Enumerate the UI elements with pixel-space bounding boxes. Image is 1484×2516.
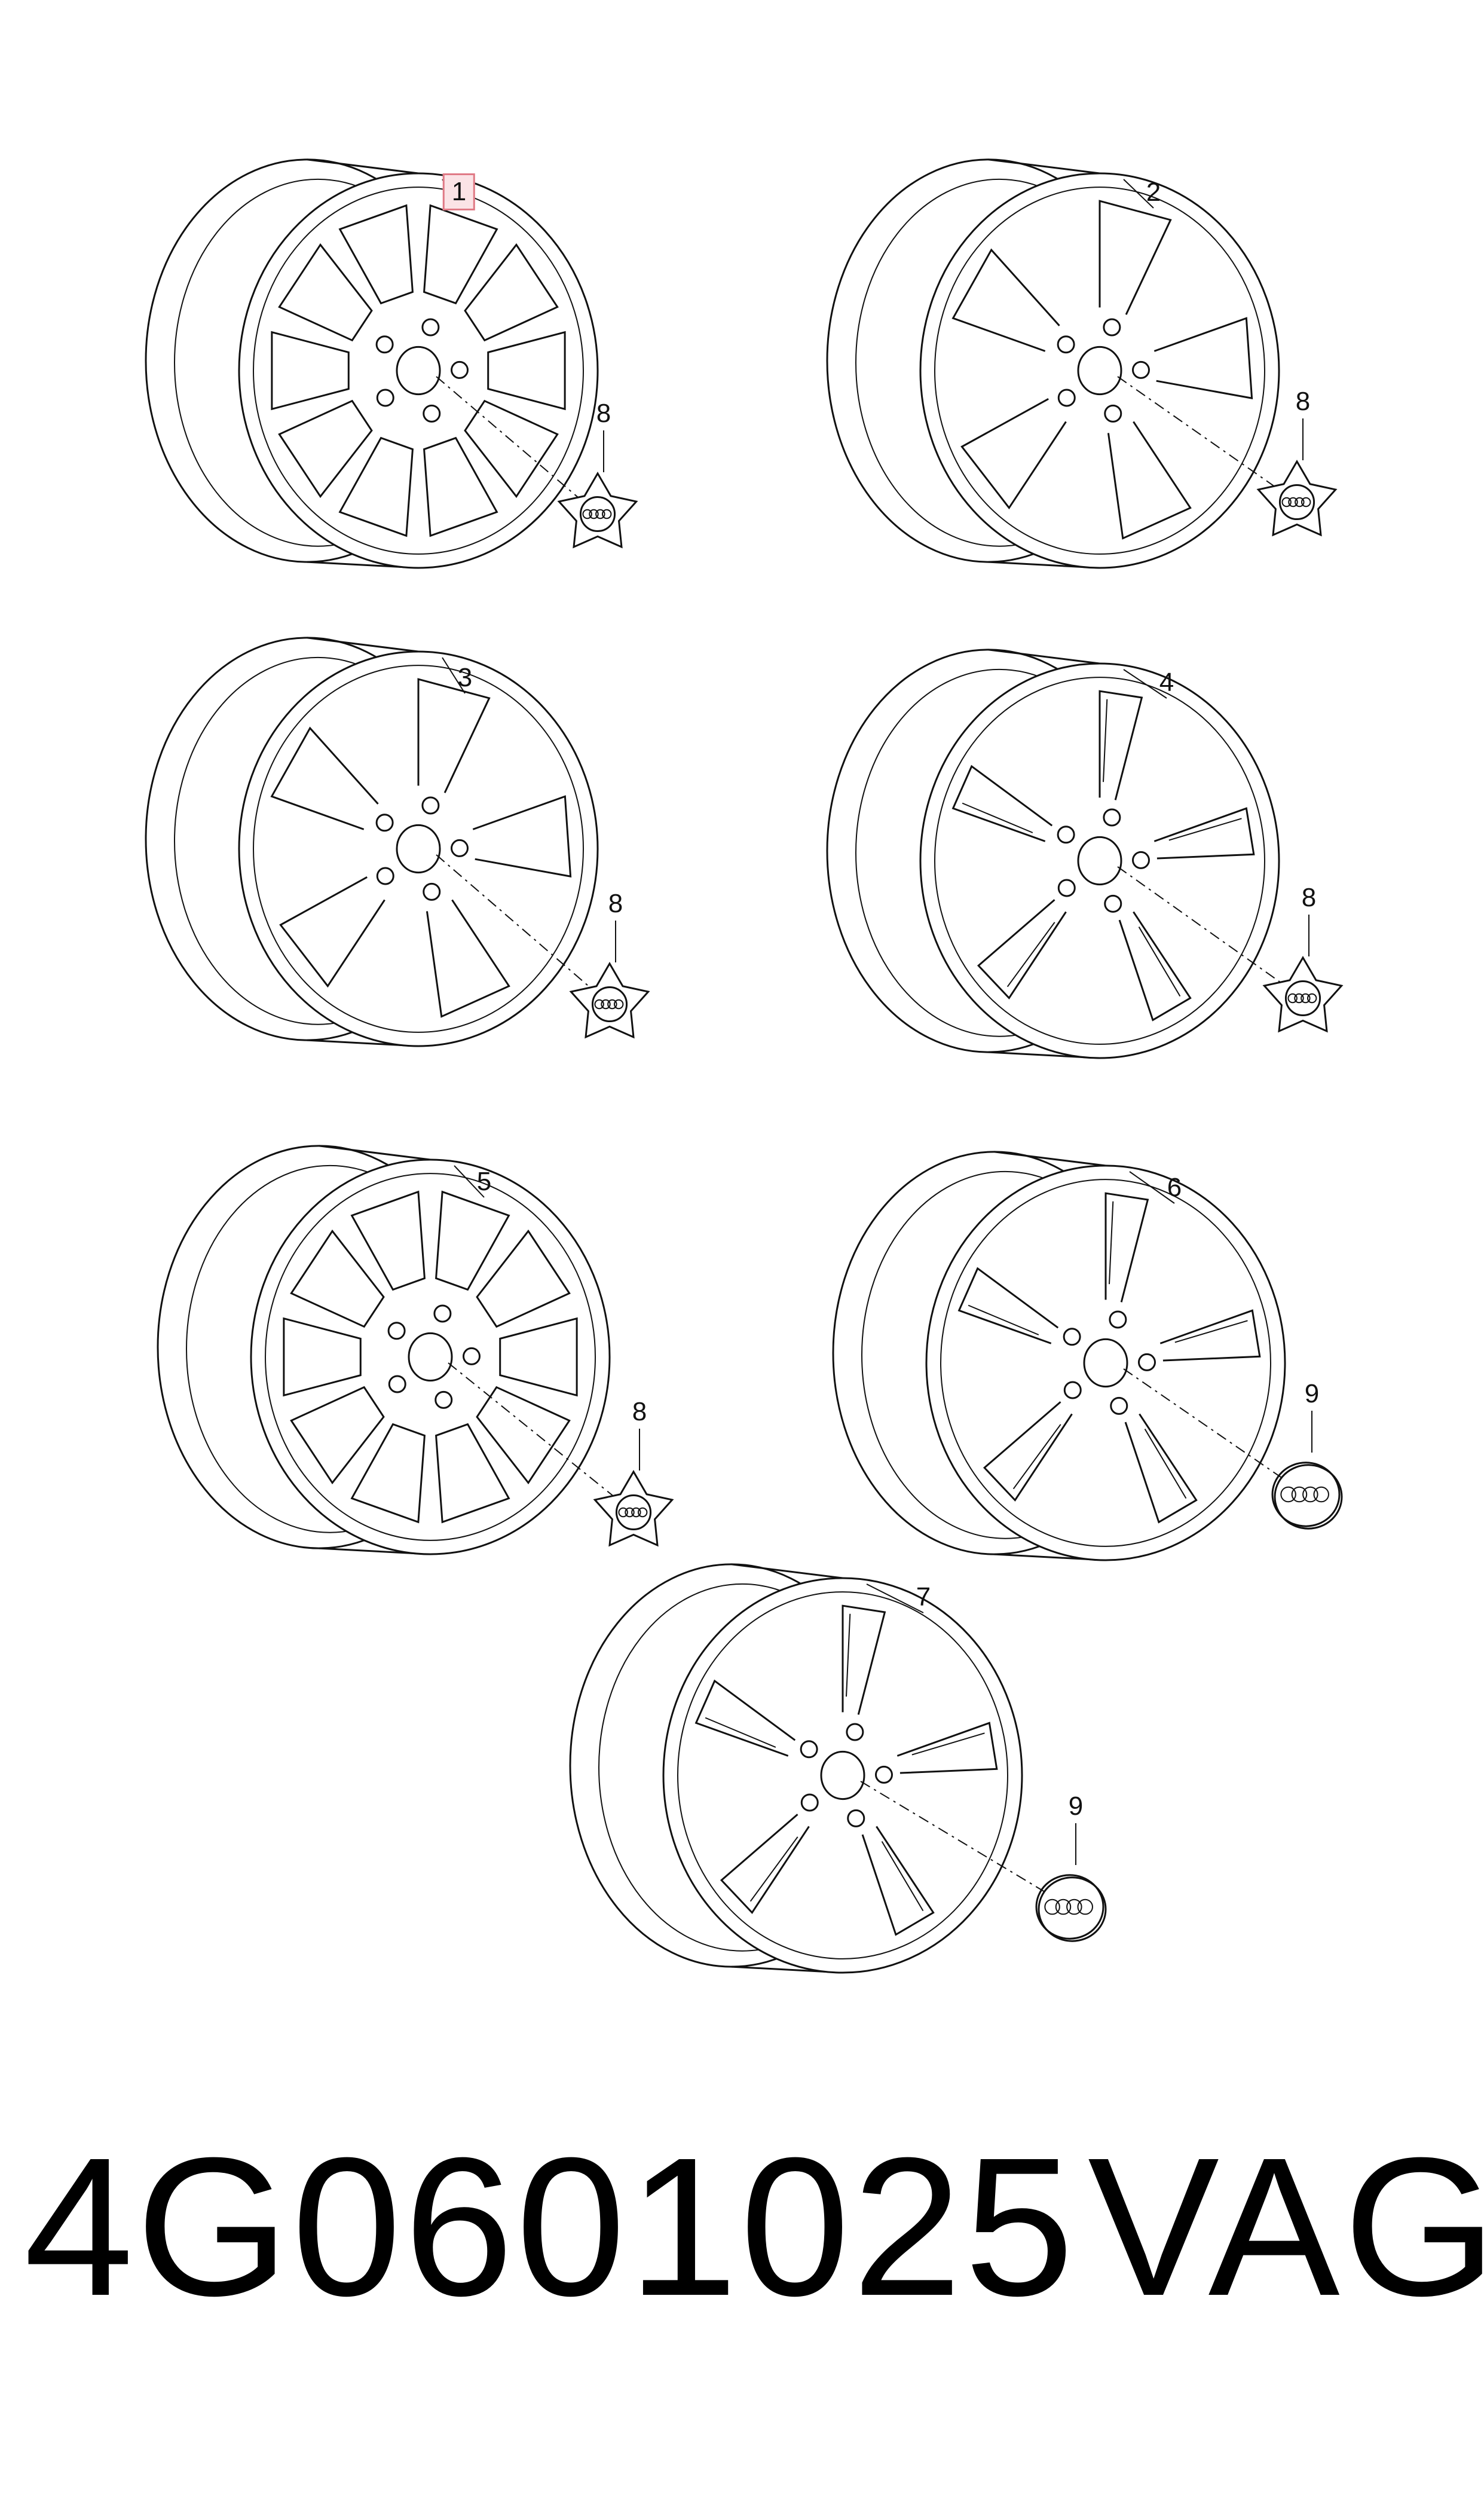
footer: 4G0601025 VAG (0, 2128, 1484, 2379)
callout-8: 8 (632, 1397, 647, 1426)
hub-cap-round-6 (1271, 1462, 1343, 1530)
hub-cap-star-5 (593, 1470, 674, 1547)
wheels-exploded-diagram (145, 158, 1344, 1974)
hub-cap-star-4 (1262, 956, 1344, 1033)
callout-3: 3 (457, 663, 473, 692)
callout-8: 8 (608, 889, 623, 918)
callout-4: 4 (1159, 668, 1174, 697)
hub-cap-star-3 (569, 962, 650, 1039)
brand-name: VAG (1088, 2116, 1484, 2337)
callout-7: 7 (916, 1582, 931, 1612)
callout-1: 1 (442, 173, 476, 210)
hub-cap-round-7 (1035, 1874, 1107, 1942)
wheel-1 (145, 158, 599, 569)
wheel-2 (826, 158, 1280, 569)
callout-8: 8 (1301, 883, 1317, 912)
callout-9: 9 (1068, 1792, 1084, 1821)
callout-8: 8 (1295, 387, 1311, 416)
part-number: 4G0601025 (24, 2116, 1076, 2337)
wheel-6 (832, 1151, 1286, 1561)
callout-2: 2 (1146, 178, 1161, 207)
callout-9: 9 (1304, 1379, 1320, 1408)
hub-cap-star-1 (557, 472, 638, 549)
wheel-3 (145, 637, 599, 1047)
callout-8: 8 (596, 399, 611, 428)
callout-6: 6 (1167, 1173, 1182, 1202)
wheel-4 (826, 649, 1280, 1059)
callout-5: 5 (476, 1167, 492, 1196)
wheel-5 (157, 1145, 611, 1555)
wheel-7 (569, 1563, 1023, 1974)
hub-cap-star-2 (1256, 460, 1338, 537)
